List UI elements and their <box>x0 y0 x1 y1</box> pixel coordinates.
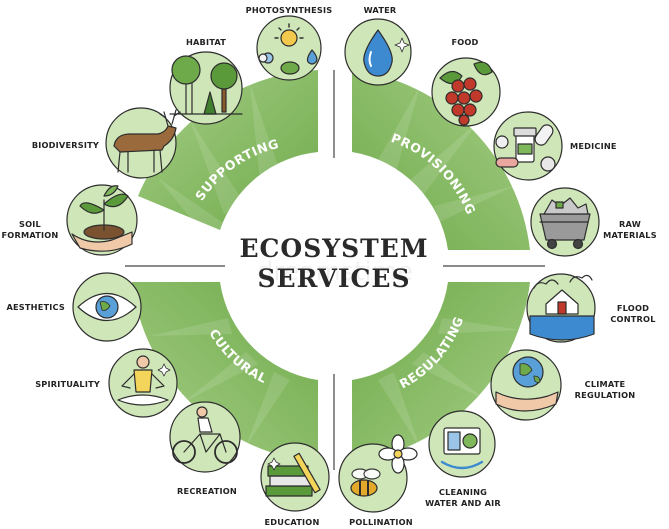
photosynthesis-icon <box>256 15 322 81</box>
quadrant-supporting <box>138 70 318 230</box>
biodiversity-deer-icon <box>105 107 181 179</box>
aesthetics-eye-icon <box>72 272 142 342</box>
label-recreation: RECREATION <box>177 486 237 496</box>
label-pollination: POLLINATION <box>349 517 413 527</box>
label-food: FOOD <box>451 37 478 47</box>
soil-sprout-icon <box>66 184 138 256</box>
habitat-trees-icon <box>169 51 243 125</box>
climate-globe-hand-icon <box>490 349 562 421</box>
cleaning-filter-icon <box>428 410 496 478</box>
quadrant-cultural <box>132 282 318 462</box>
label-aesthetics: AESTHETICS <box>6 302 65 312</box>
label-habitat: HABITAT <box>186 37 226 47</box>
label-spirituality: SPIRITUALITY <box>35 379 101 389</box>
label-flood-1: FLOOD <box>617 303 649 313</box>
watermark: dreamstime <box>257 257 413 287</box>
flood-control-icon <box>526 273 596 343</box>
spirituality-meditation-icon <box>108 348 178 418</box>
service-labels: PHOTOSYNTHESIS WATER HABITAT FOOD BIODIV… <box>2 5 657 527</box>
recreation-bicycle-icon <box>169 401 241 473</box>
label-cleaning-1: CLEANING <box>439 487 487 497</box>
pollination-bee-icon <box>338 434 418 513</box>
education-books-icon <box>260 442 330 512</box>
label-biodiversity: BIODIVERSITY <box>32 140 100 150</box>
title-line-2: SERVICES <box>257 264 410 293</box>
label-cleaning-2: WATER AND AIR <box>425 498 501 508</box>
label-raw-2: MATERIALS <box>603 230 657 240</box>
label-flood-2: CONTROL <box>610 314 655 324</box>
label-raw-1: RAW <box>619 219 641 229</box>
water-drop-icon <box>344 18 412 86</box>
label-medicine: MEDICINE <box>570 141 617 151</box>
label-soil-2: FORMATION <box>2 230 59 240</box>
quadrant-regulating <box>352 282 530 462</box>
title-line-1: ECOSYSTEM <box>239 234 428 263</box>
label-climate-2: REGULATION <box>575 390 636 400</box>
label-soil-1: SOIL <box>19 219 41 229</box>
label-water: WATER <box>364 5 397 15</box>
label-photosynthesis: PHOTOSYNTHESIS <box>246 5 333 15</box>
label-education: EDUCATION <box>265 517 320 527</box>
raw-materials-cart-icon <box>530 187 600 257</box>
label-climate-1: CLIMATE <box>585 379 626 389</box>
center-circle <box>226 158 442 374</box>
quadrant-provisioning <box>352 70 530 250</box>
medicine-pills-icon <box>493 111 563 181</box>
food-berries-icon <box>431 57 501 127</box>
